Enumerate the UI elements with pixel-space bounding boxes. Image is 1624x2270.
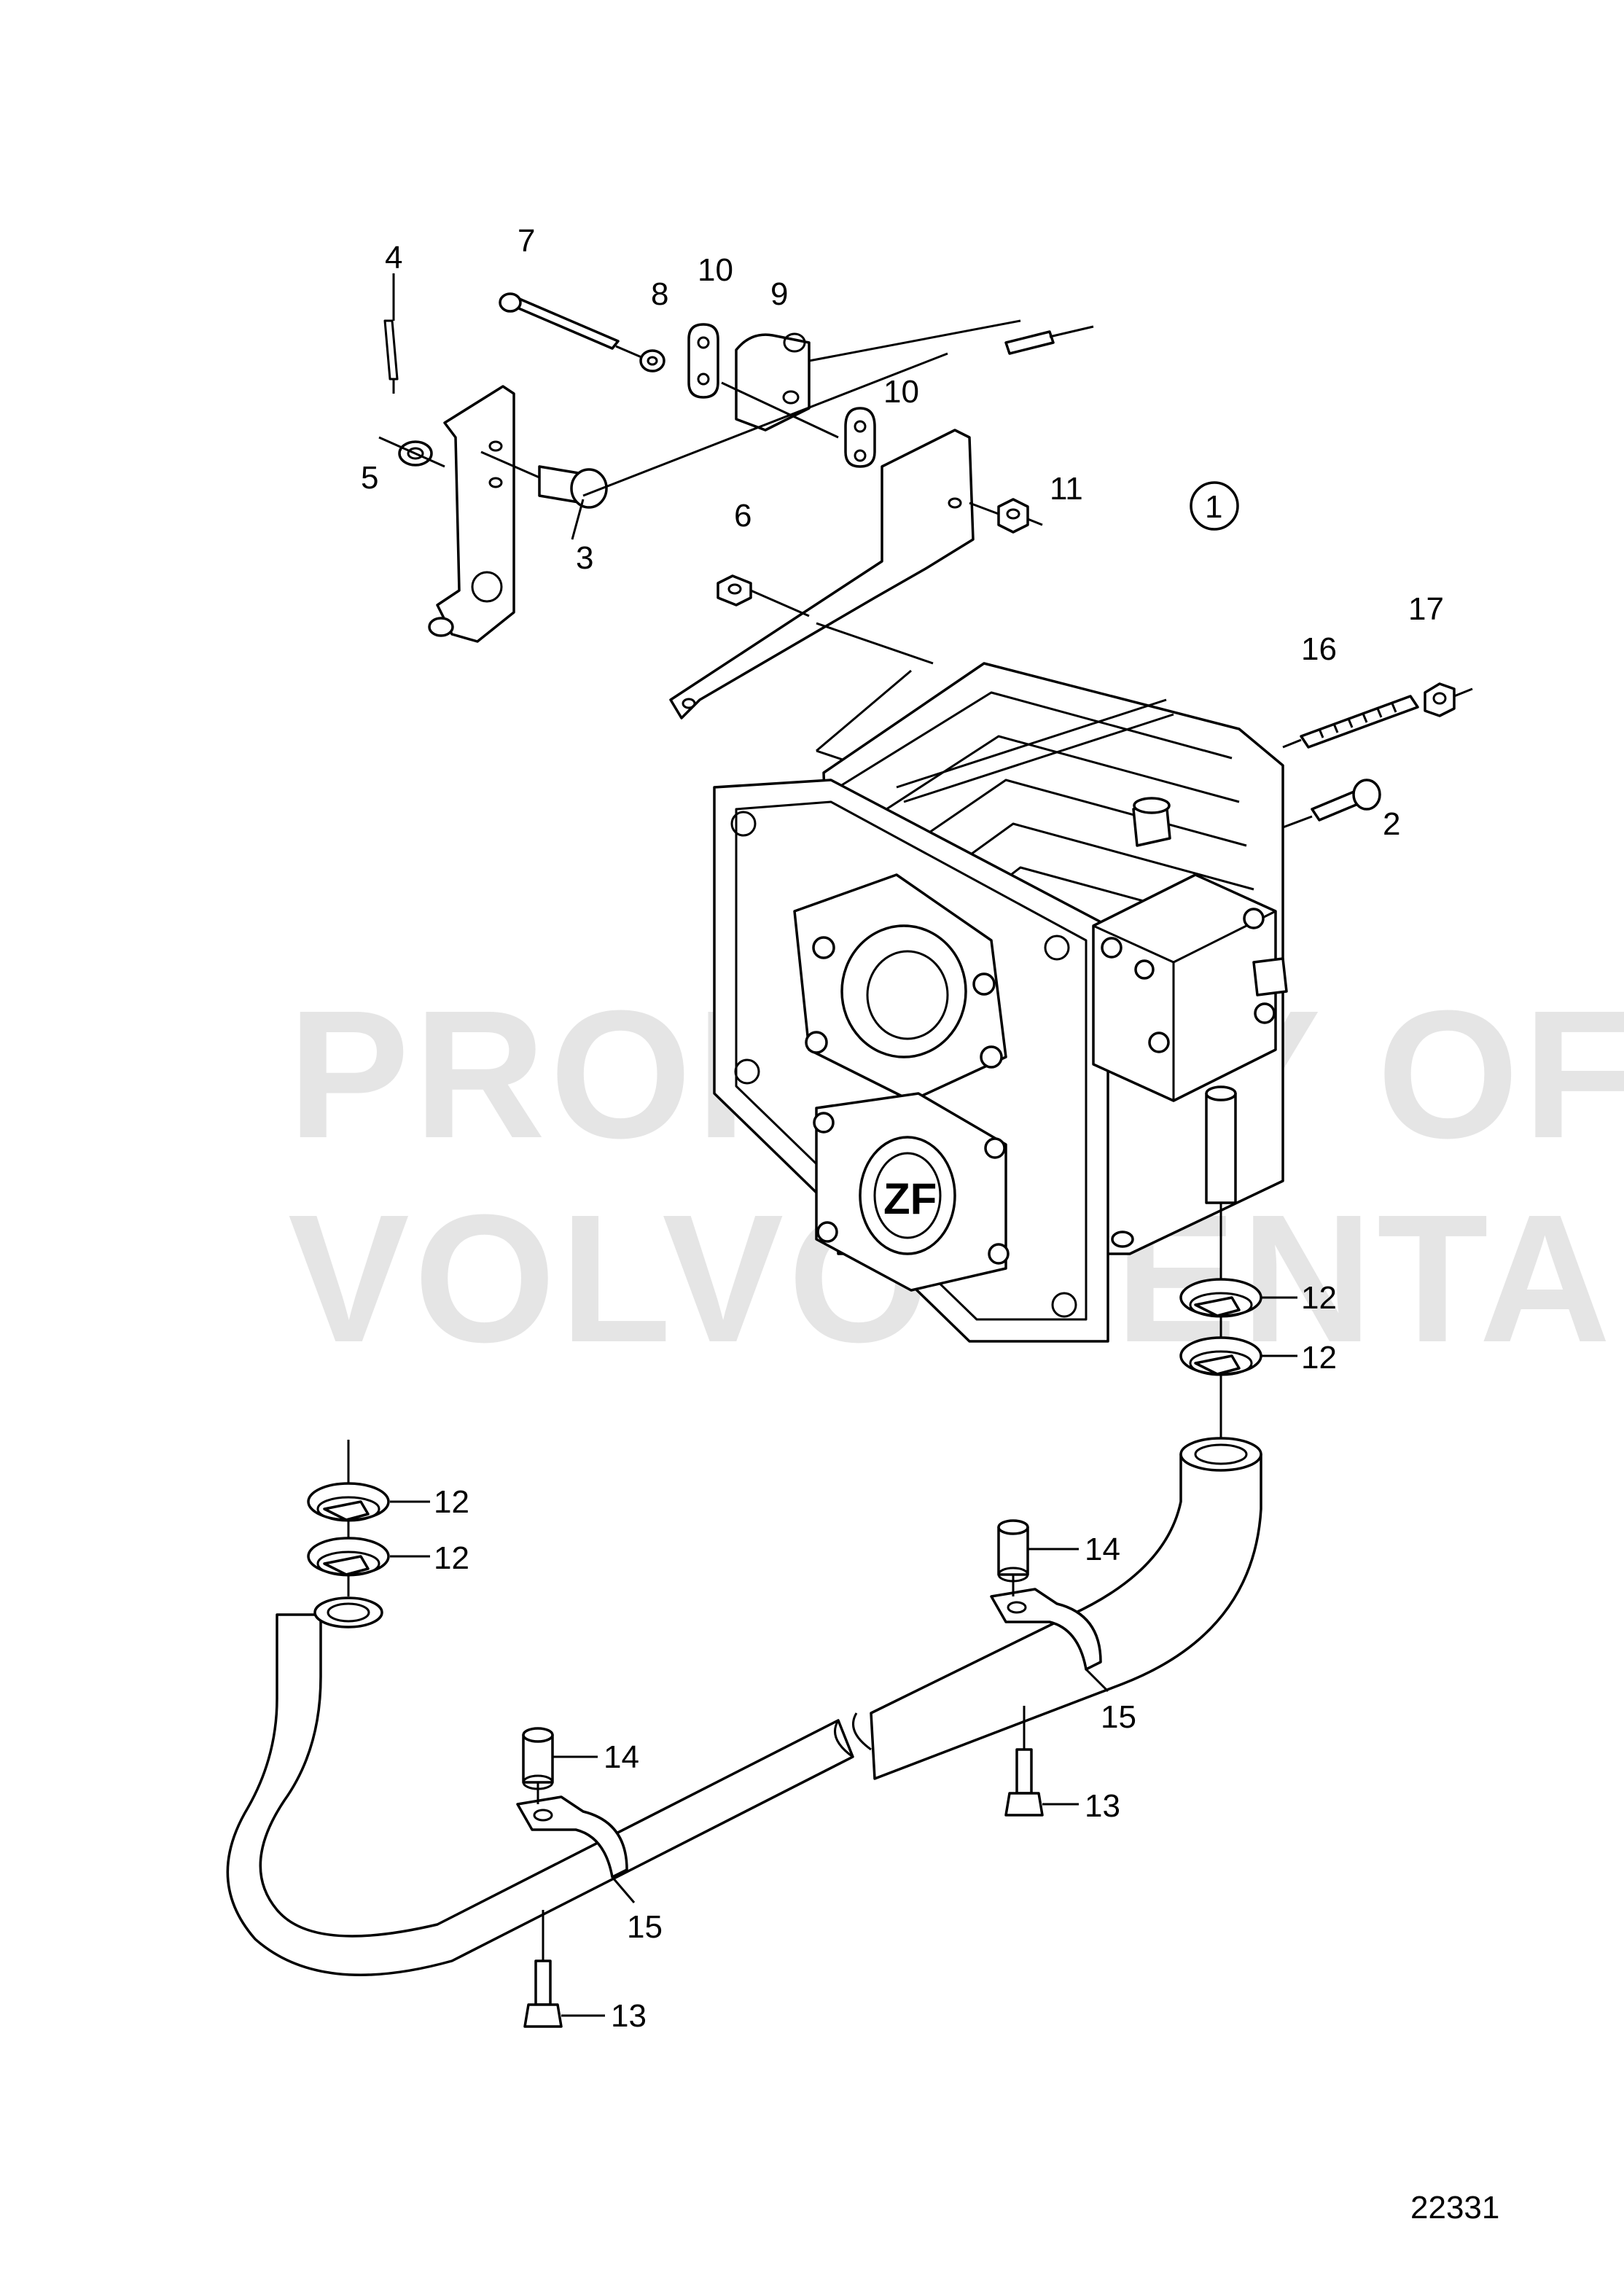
nut-11 xyxy=(997,498,1029,534)
cable-clamp-9 xyxy=(735,333,811,432)
nut-6 xyxy=(717,574,752,606)
figure-number: 22331 xyxy=(1410,2190,1499,2226)
cooling-hose xyxy=(226,1437,1262,1976)
control-cable xyxy=(808,319,1021,362)
gearbox: ZF xyxy=(713,662,1288,1343)
fastener-group-right xyxy=(1282,682,1473,829)
oil-cooler-block xyxy=(1092,873,1277,1102)
split-pin xyxy=(383,319,399,381)
hose-right-section xyxy=(870,1453,1262,1780)
callout-15-a: 15 xyxy=(1101,1699,1136,1735)
callout-12-a: 12 xyxy=(1301,1280,1337,1316)
pipe-clamp-left xyxy=(516,1727,636,2028)
callout-11: 11 xyxy=(1050,471,1083,507)
callout-12-d: 12 xyxy=(434,1540,469,1576)
callout-12-c: 12 xyxy=(434,1484,469,1520)
callout-9: 9 xyxy=(770,276,788,312)
nut-17 xyxy=(1424,682,1456,717)
callout-17: 17 xyxy=(1408,591,1444,627)
callout-13-a: 13 xyxy=(1085,1788,1120,1824)
group-marker: 1 xyxy=(1190,481,1239,531)
callout-13-b: 13 xyxy=(611,1998,647,2034)
bolt-13a xyxy=(1015,1748,1033,1795)
zf-logo: ZF xyxy=(883,1174,937,1223)
callout-12-b: 12 xyxy=(1301,1340,1337,1376)
bolt-13b xyxy=(534,1959,552,2006)
linkage-assembly xyxy=(378,273,1094,774)
lever-bracket xyxy=(436,385,515,643)
callout-14-a: 14 xyxy=(1085,1532,1120,1567)
gearbox-bracket xyxy=(669,429,975,719)
callout-8: 8 xyxy=(651,276,668,312)
callout-5: 5 xyxy=(361,460,378,496)
hose-clamps-left xyxy=(307,1440,430,1596)
pipe-clamp-right xyxy=(990,1519,1109,1817)
cooler-outlet xyxy=(1252,957,1288,996)
pipe-clamp-15b xyxy=(516,1795,628,1879)
callout-labels: 4 7 8 10 9 10 5 3 6 11 17 16 2 12 12 12 … xyxy=(361,223,1444,2034)
hose-clamps-right xyxy=(1179,1203,1297,1524)
stud-16 xyxy=(1300,695,1419,749)
washer-8 xyxy=(639,349,665,373)
hose-left-section xyxy=(226,1613,854,1976)
callout-15-b: 15 xyxy=(627,1909,663,1945)
group-marker-label: 1 xyxy=(1205,489,1222,525)
link-plate-10a xyxy=(687,323,719,399)
callout-6: 6 xyxy=(734,498,752,534)
callout-10-b: 10 xyxy=(883,374,919,410)
callout-14-b: 14 xyxy=(604,1739,639,1775)
callout-10-a: 10 xyxy=(698,252,733,288)
bolt-7 xyxy=(509,296,620,350)
pipe-clamp-15a xyxy=(990,1588,1102,1671)
callout-7: 7 xyxy=(518,223,535,259)
callout-3: 3 xyxy=(576,540,593,576)
callout-4: 4 xyxy=(385,240,402,276)
callout-2: 2 xyxy=(1383,806,1400,842)
link-plate-10b xyxy=(844,407,876,468)
cooler-pipe-down xyxy=(1205,1092,1237,1204)
callout-16: 16 xyxy=(1301,631,1337,667)
